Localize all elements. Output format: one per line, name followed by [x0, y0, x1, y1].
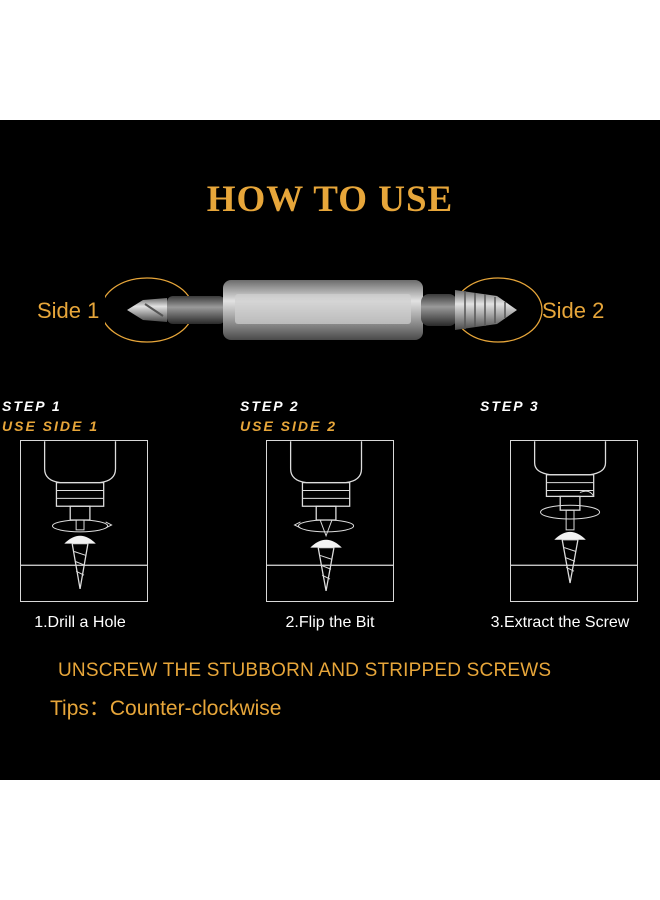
slogan-text: UNSCREW THE STUBBORN AND STRIPPED SCREWS: [58, 660, 552, 681]
step1-side: USE SIDE 1: [2, 418, 100, 434]
page-title: HOW TO USE: [206, 179, 454, 220]
flip-bit-illustration: [267, 441, 393, 592]
side2-label: Side 2: [542, 298, 605, 323]
step3-number: STEP 3: [480, 398, 540, 414]
step1-diagram: [20, 440, 148, 602]
step3-heading: STEP 3: [480, 396, 540, 416]
step1-heading: STEP 1 USE SIDE 1: [2, 396, 99, 436]
step2-diagram: [266, 440, 394, 602]
extractor-bit-image: [105, 277, 543, 343]
step3-caption: 3.Extract the Screw: [490, 614, 630, 631]
instruction-panel: HOW TO USE: [0, 120, 660, 780]
step2-heading: STEP 2 USE SIDE 2: [240, 396, 337, 436]
side1-label: Side 1: [37, 298, 100, 323]
drill-hole-illustration: [21, 441, 147, 590]
step2-side: USE SIDE 2: [240, 418, 338, 434]
step2-caption: 2.Flip the Bit: [285, 614, 375, 631]
step2-number: STEP 2: [240, 398, 300, 414]
step1-number: STEP 1: [2, 398, 62, 414]
step1-caption: 1.Drill a Hole: [34, 614, 126, 631]
tips-text: Tips：Counter-clockwise: [50, 697, 282, 720]
step3-diagram: [510, 440, 638, 602]
extract-screw-illustration: [511, 441, 637, 584]
